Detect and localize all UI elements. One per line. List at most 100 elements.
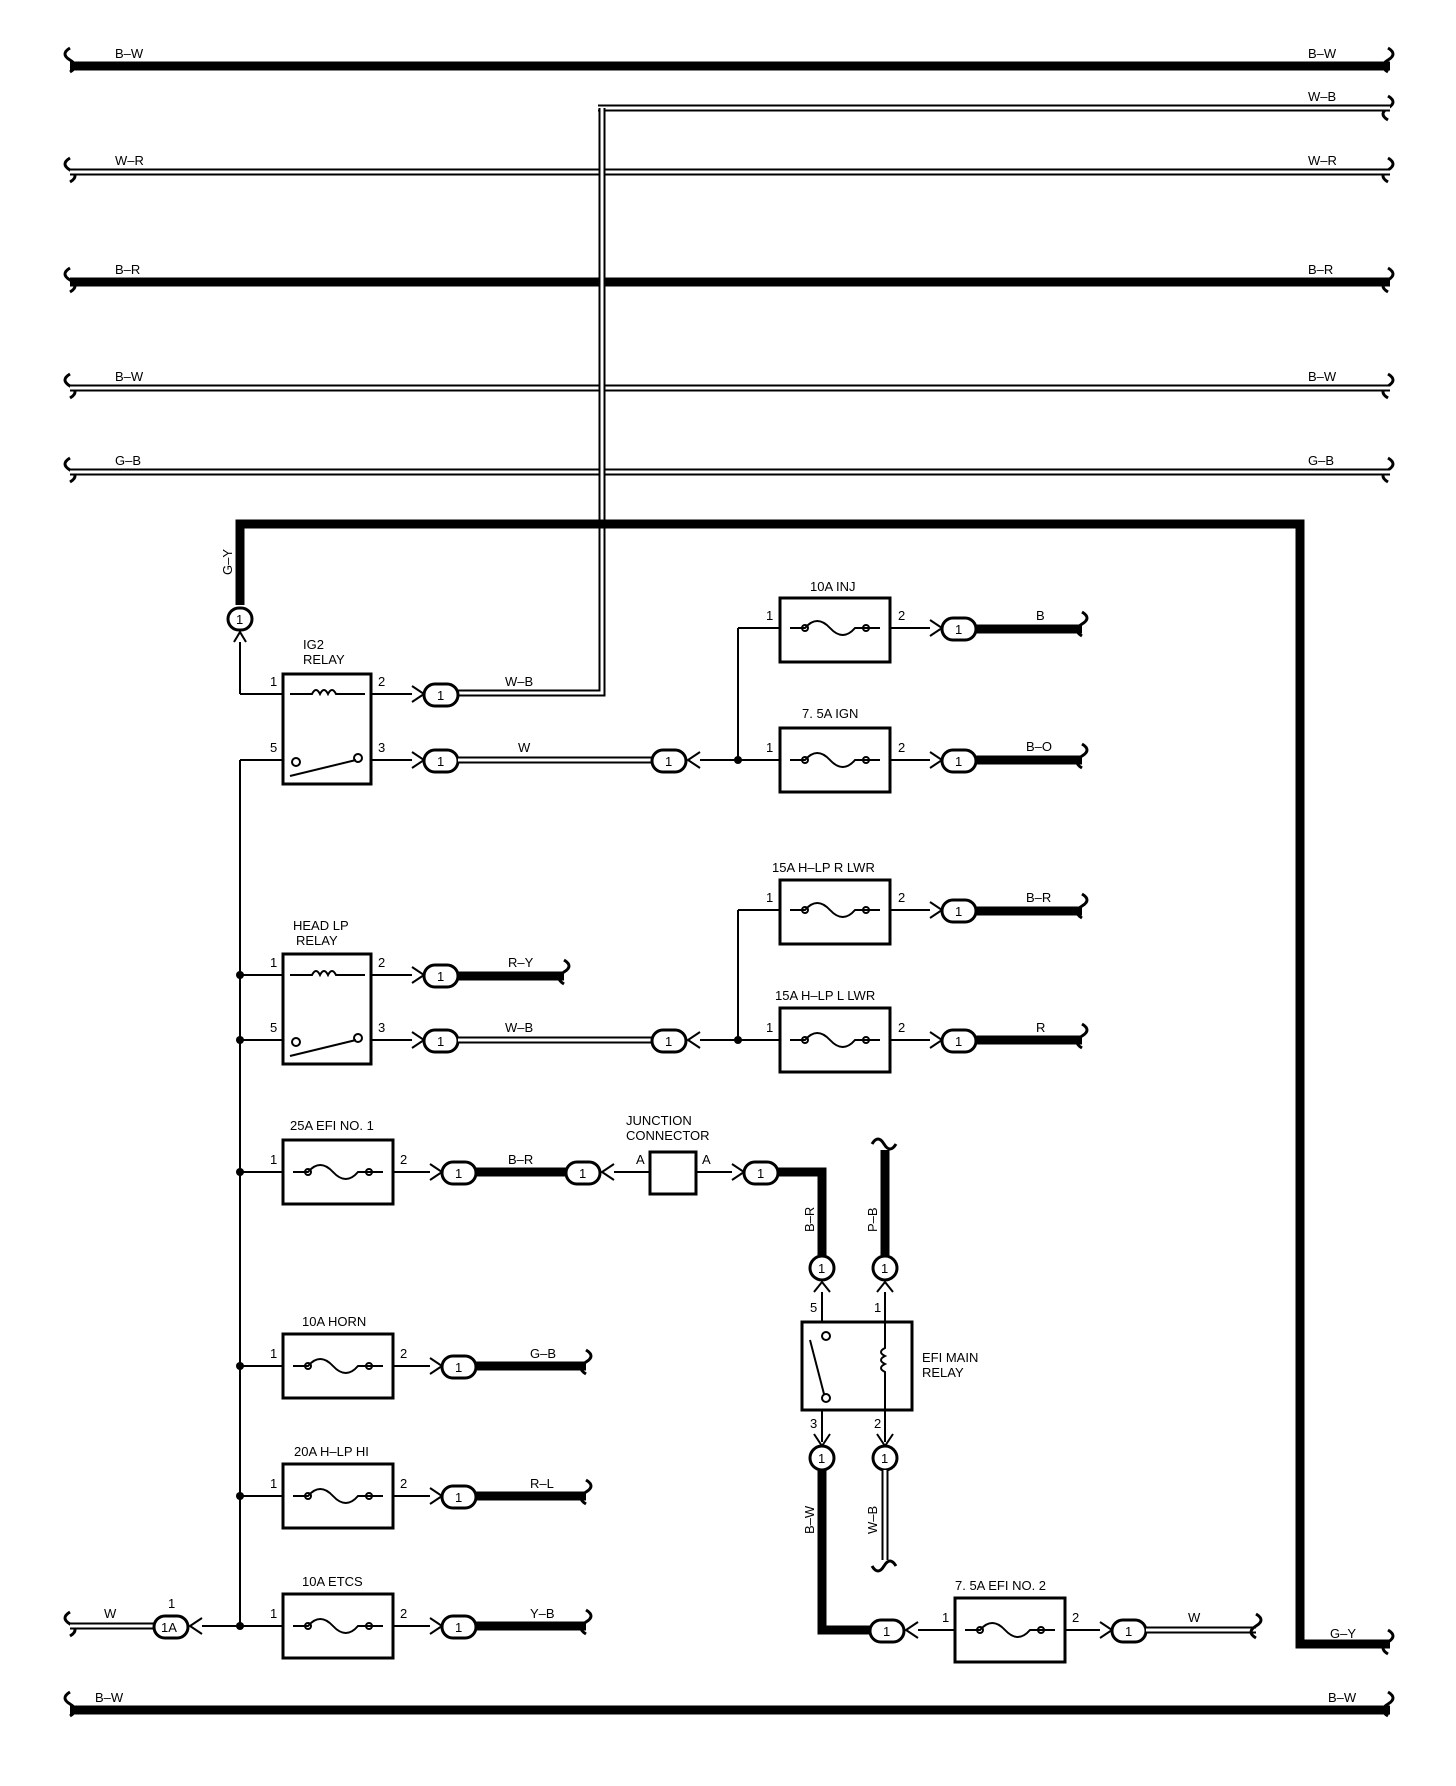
svg-text:3: 3	[378, 740, 385, 755]
svg-text:1: 1	[665, 754, 672, 769]
svg-text:W: W	[518, 740, 531, 755]
svg-text:1: 1	[270, 1606, 277, 1621]
svg-text:A: A	[636, 1152, 645, 1167]
svg-text:B–R: B–R	[802, 1207, 817, 1232]
efi-bw-wire: B–W	[802, 1470, 870, 1635]
bus-wb: W–B	[598, 89, 1395, 122]
svg-text:1: 1	[665, 1034, 672, 1049]
bus-br: B–R B–R	[63, 262, 1395, 294]
svg-text:1: 1	[818, 1451, 825, 1466]
svg-text:25A EFI NO. 1: 25A EFI NO. 1	[290, 1118, 374, 1133]
bus-bw-top: B–W B–W	[63, 46, 1395, 74]
fuse-25a-efi-no1: 25A EFI NO. 1 1 2 1 B–R 1	[236, 1118, 650, 1206]
svg-text:1: 1	[766, 890, 773, 905]
gy-connector: 1	[226, 606, 254, 643]
svg-text:20A H–LP HI: 20A H–LP HI	[294, 1444, 369, 1459]
svg-text:1: 1	[881, 1261, 888, 1276]
bus-label-left: W–R	[115, 153, 144, 168]
svg-text:RELAY: RELAY	[303, 652, 345, 667]
head-lp-output-wb: 1 W–B 1	[411, 909, 780, 1054]
efi-main-relay: 1 1 5 1 EFI MAIN RELAY 3 2 1 1	[800, 1254, 978, 1472]
svg-text:2: 2	[378, 674, 385, 689]
input-connector-1a: W 1 1A	[63, 1596, 240, 1640]
svg-text:1: 1	[579, 1166, 586, 1181]
bus-label-right: W–R	[1308, 153, 1337, 168]
svg-text:2: 2	[400, 1476, 407, 1491]
svg-text:R–Y: R–Y	[508, 955, 534, 970]
ig2-relay: IG2 RELAY 1 2 5 3	[240, 637, 412, 786]
svg-text:1: 1	[955, 1034, 962, 1049]
svg-text:1: 1	[942, 1610, 949, 1625]
head-lp-relay-name: HEAD LP	[293, 918, 349, 933]
junction-connector: JUNCTION CONNECTOR A A 1 B–R	[626, 1113, 827, 1256]
svg-text:3: 3	[378, 1020, 385, 1035]
bus-label-left: G–B	[115, 453, 141, 468]
svg-text:1: 1	[455, 1620, 462, 1635]
svg-text:1: 1	[455, 1360, 462, 1375]
svg-text:R: R	[1036, 1020, 1045, 1035]
svg-text:1: 1	[766, 608, 773, 623]
efi-main-relay-name: EFI MAIN	[922, 1350, 978, 1365]
svg-text:5: 5	[810, 1300, 817, 1315]
svg-text:W: W	[104, 1606, 117, 1621]
bus-wr: W–R W–R	[63, 153, 1395, 184]
svg-text:2: 2	[898, 890, 905, 905]
svg-text:1: 1	[270, 1476, 277, 1491]
svg-text:1: 1	[757, 1166, 764, 1181]
svg-text:Y–B: Y–B	[530, 1606, 555, 1621]
svg-text:1: 1	[437, 754, 444, 769]
svg-text:10A HORN: 10A HORN	[302, 1314, 366, 1329]
svg-text:2: 2	[378, 955, 385, 970]
svg-text:A: A	[702, 1152, 711, 1167]
svg-text:10A INJ: 10A INJ	[810, 579, 856, 594]
gy-loop-wire: G–Y G–Y	[220, 519, 1395, 1656]
svg-text:1: 1	[955, 754, 962, 769]
svg-text:10A ETCS: 10A ETCS	[302, 1574, 363, 1589]
svg-text:7. 5A EFI NO. 2: 7. 5A EFI NO. 2	[955, 1578, 1046, 1593]
fuse-15a-hlp-l-lwr: 15A H–LP L LWR 1 2 1 R	[766, 988, 1089, 1074]
svg-text:1: 1	[270, 955, 277, 970]
svg-text:1: 1	[955, 622, 962, 637]
gy-label-right: G–Y	[1330, 1626, 1356, 1641]
svg-text:B–O: B–O	[1026, 739, 1052, 754]
svg-text:B–W: B–W	[802, 1505, 817, 1534]
head-lp-relay: HEAD LP RELAY 1 2 5 3	[236, 918, 412, 1066]
svg-text:W–B: W–B	[865, 1506, 880, 1534]
fuse-20a-hlp-hi: 20A H–LP HI 1 2 1 R–L	[236, 1444, 593, 1530]
svg-text:1: 1	[881, 1451, 888, 1466]
svg-text:1: 1	[270, 674, 277, 689]
bus-label-left: B–W	[115, 369, 144, 384]
head-lp-output-ry: 1 R–Y	[411, 955, 571, 989]
svg-text:W–B: W–B	[505, 674, 533, 689]
svg-text:1: 1	[1125, 1624, 1132, 1639]
svg-text:5: 5	[270, 1020, 277, 1035]
svg-text:1: 1	[236, 612, 243, 627]
svg-text:R–L: R–L	[530, 1476, 554, 1491]
svg-text:1: 1	[270, 1152, 277, 1167]
svg-text:1: 1	[766, 740, 773, 755]
svg-text:RELAY: RELAY	[296, 933, 338, 948]
fuse-7-5a-ign: 7. 5A IGN 1 2 1 B–O	[766, 706, 1089, 794]
bus-bw-bottom: B–W B–W	[63, 1690, 1395, 1718]
efi-wb-wire: W–B	[865, 1470, 898, 1573]
svg-text:1: 1	[455, 1166, 462, 1181]
svg-text:1: 1	[818, 1261, 825, 1276]
pb-wire: P–B	[865, 1137, 898, 1256]
svg-text:2: 2	[400, 1152, 407, 1167]
svg-text:1: 1	[955, 904, 962, 919]
svg-text:1: 1	[437, 969, 444, 984]
svg-text:1: 1	[874, 1300, 881, 1315]
svg-text:1: 1	[437, 1034, 444, 1049]
fuse-10a-inj: 10A INJ 1 2 1 B	[766, 579, 1089, 664]
bus-label-left: B–W	[95, 1690, 124, 1705]
fuse-7-5a-efi-no2: 1 7. 5A EFI NO. 2 1 2 1 W	[868, 1578, 1263, 1664]
bus-label-right: W–B	[1308, 89, 1336, 104]
svg-text:2: 2	[898, 740, 905, 755]
fuse-10a-horn: 10A HORN 1 2 1 G–B	[236, 1314, 593, 1400]
svg-text:5: 5	[270, 740, 277, 755]
svg-text:RELAY: RELAY	[922, 1365, 964, 1380]
svg-text:1A: 1A	[161, 1620, 177, 1635]
svg-text:B: B	[1036, 608, 1045, 623]
svg-text:JUNCTION: JUNCTION	[626, 1113, 692, 1128]
